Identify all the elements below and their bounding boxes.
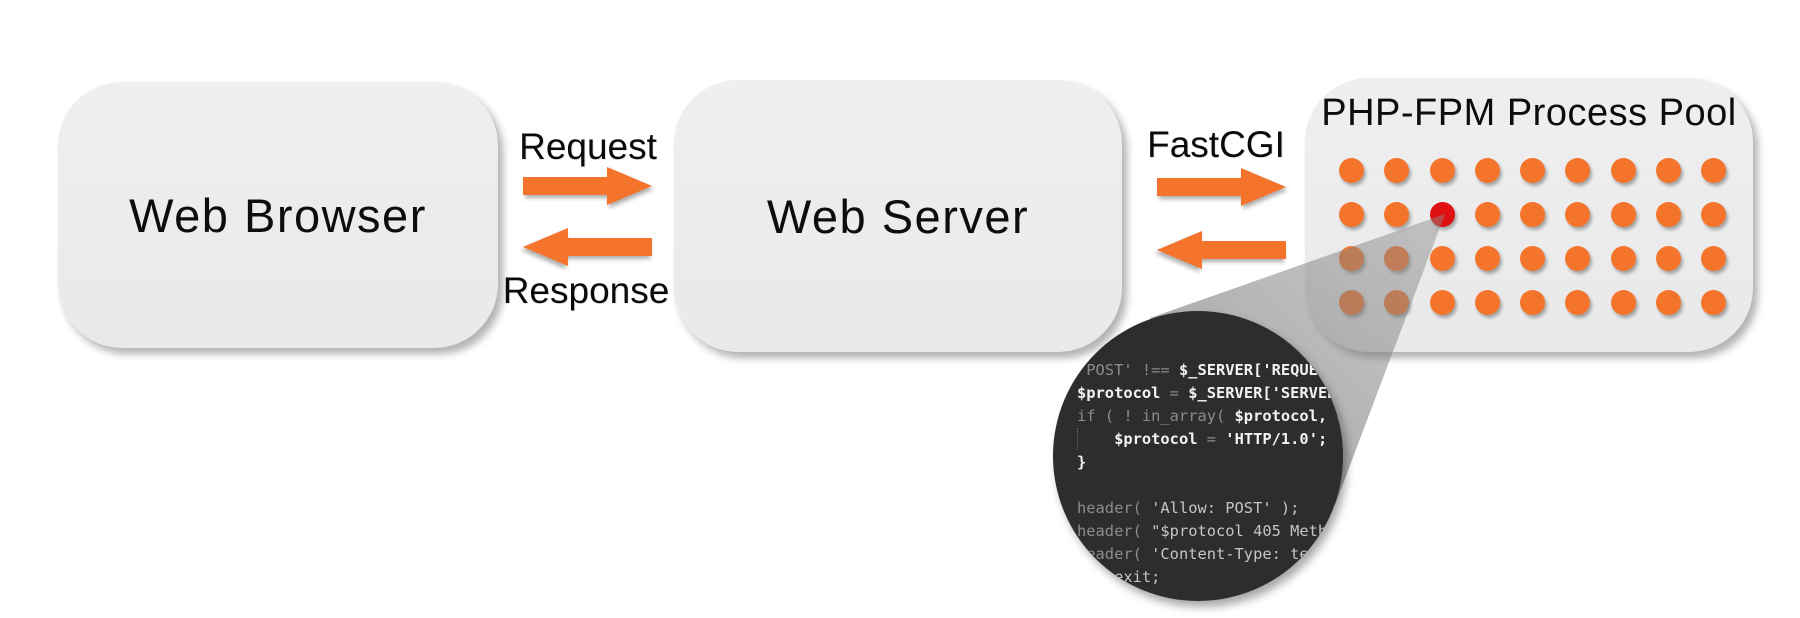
code-line: $protocol = $_SERVER['SERVER_PROTOCOL']; [1077, 382, 1343, 405]
busy-process-dot [1429, 202, 1455, 227]
process-dot [1384, 290, 1410, 315]
code-line: 'POST' !== $_SERVER['REQUEST_METHOD'] ) … [1077, 359, 1343, 382]
process-dot [1429, 246, 1455, 271]
code-line: exit; [1077, 566, 1343, 589]
code-line: header( 'Allow: POST' ); [1077, 497, 1343, 520]
code-segment: ); [1271, 499, 1300, 517]
code-line: if ( ! in_array( $protocol, array( 'HTTP… [1077, 405, 1343, 428]
process-dot [1429, 158, 1455, 183]
process-dot [1565, 290, 1591, 315]
code-segment: exit; [1077, 568, 1161, 586]
fastcgi-label: FastCGI [1147, 124, 1285, 165]
web-server-label: Web Server [766, 189, 1030, 243]
web-browser-label: Web Browser [129, 188, 427, 242]
php-fpm-pool-title: PHP-FPM Process Pool [1321, 92, 1737, 134]
code-segment [1077, 430, 1114, 448]
code-segment: 'Content-Type: text/plain' [1151, 545, 1343, 563]
process-dot [1701, 202, 1726, 227]
response-arrow-icon [523, 228, 652, 266]
process-dot [1339, 158, 1364, 183]
process-dot [1610, 202, 1636, 227]
fastcgi-request-arrow-icon [1157, 168, 1286, 206]
code-segment: "$protocol 405 Method Not Allowed" [1151, 522, 1343, 540]
process-dot [1384, 246, 1410, 271]
process-dot [1339, 202, 1364, 227]
code-segment: = [1197, 430, 1226, 448]
code-segment: $_SERVER['SERVER_PROTOCOL']; [1188, 384, 1343, 402]
code-segment: header( [1077, 545, 1152, 563]
process-dot [1339, 246, 1364, 271]
code-segment: array( 'HTTP/1.1', 'HTTP/2' ), true ) ) … [1336, 407, 1343, 425]
process-dot-grid [1339, 158, 1726, 315]
process-dot [1655, 290, 1681, 315]
code-line: header( "$protocol 405 Method Not Allowe… [1077, 520, 1343, 543]
process-dot [1701, 246, 1726, 271]
process-dot [1384, 202, 1410, 227]
process-dot [1565, 202, 1591, 227]
process-dot [1520, 246, 1545, 271]
code-segment: $protocol, [1234, 407, 1337, 425]
process-dot [1384, 158, 1410, 183]
code-line [1077, 474, 1343, 497]
code-segment: header( [1077, 522, 1152, 540]
process-dot [1655, 158, 1681, 183]
box-web-browser: Web Browser [58, 82, 498, 348]
process-dot [1474, 246, 1500, 271]
code-segment: } [1077, 453, 1087, 471]
code-line: } [1077, 451, 1343, 474]
code-segment: $protocol [1077, 384, 1161, 402]
process-dot [1701, 290, 1726, 315]
process-dot [1565, 246, 1591, 271]
box-php-fpm-pool: PHP-FPM Process Pool [1305, 78, 1753, 352]
code-segment: $protocol [1114, 430, 1198, 448]
code-segment: if ( ! in_array( [1077, 407, 1235, 425]
process-dot [1520, 202, 1545, 227]
response-label: Response [502, 270, 670, 311]
php-code-block: 'POST' !== $_SERVER['REQUEST_METHOD'] ) … [1077, 359, 1343, 589]
process-dot [1565, 158, 1591, 183]
process-dot [1429, 290, 1455, 315]
process-dot [1610, 290, 1636, 315]
process-dot [1474, 202, 1500, 227]
code-segment: 'Allow: POST' [1151, 499, 1272, 517]
process-dot [1474, 158, 1500, 183]
box-web-server: Web Server [674, 80, 1122, 352]
code-segment: 'HTTP/1.0'; [1225, 430, 1328, 448]
process-dot [1474, 290, 1500, 315]
code-segment: header( [1077, 499, 1152, 517]
process-dot [1610, 158, 1636, 183]
fastcgi-response-arrow-icon [1157, 231, 1286, 269]
process-dot [1520, 290, 1545, 315]
process-dot [1701, 158, 1726, 183]
request-arrow-icon [523, 167, 652, 205]
code-segment: = [1160, 384, 1189, 402]
process-dot [1610, 246, 1636, 271]
indent-guide [1077, 428, 1078, 450]
code-segment: 'POST' !== [1077, 361, 1179, 379]
code-line: header( 'Content-Type: text/plain' ); [1077, 543, 1343, 566]
process-dot [1655, 202, 1681, 227]
request-label: Request [519, 126, 657, 167]
code-magnifier-circle: 'POST' !== $_SERVER['REQUEST_METHOD'] ) … [1053, 311, 1343, 601]
process-dot [1339, 290, 1364, 315]
code-line: $protocol = 'HTTP/1.0'; [1077, 428, 1343, 451]
code-segment: $_SERVER['REQUEST_METHOD'] ) { [1178, 361, 1343, 379]
process-dot [1655, 246, 1681, 271]
process-dot [1520, 158, 1545, 183]
